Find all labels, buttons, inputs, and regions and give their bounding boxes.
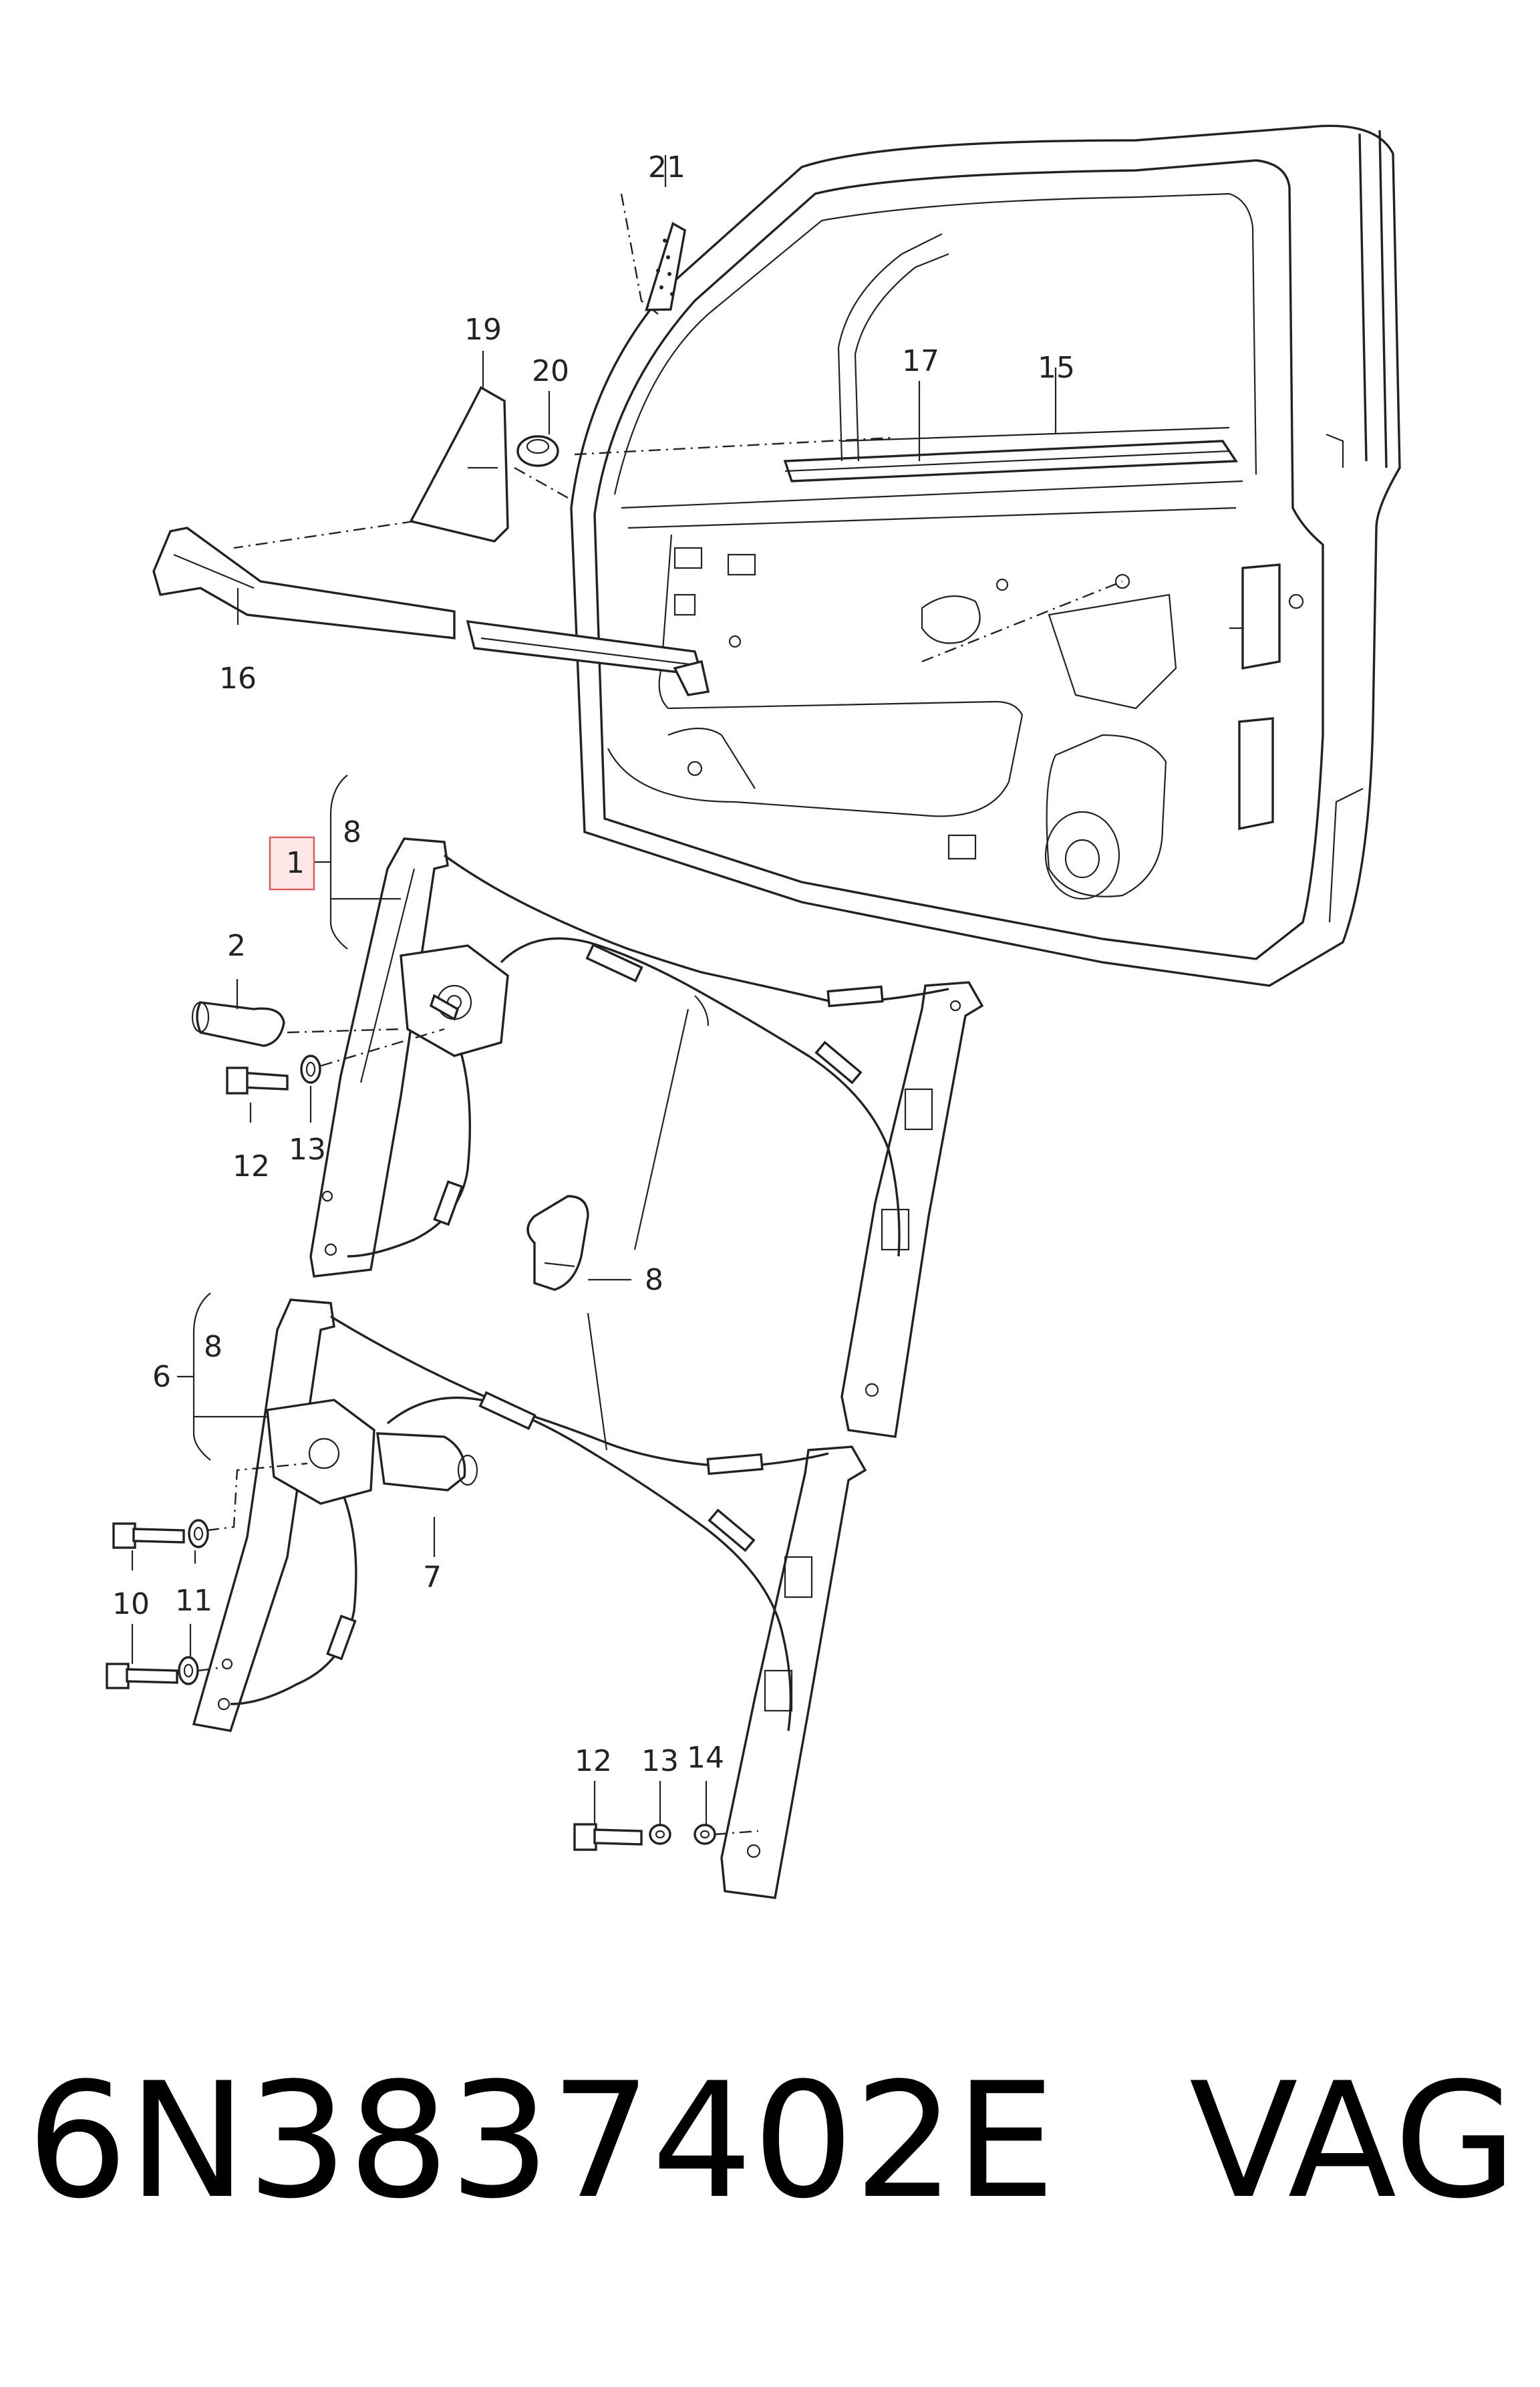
part-2-crank-pin	[191, 1001, 285, 1047]
footer: 6N3837402E VAG	[27, 2055, 1517, 2229]
callout-10: 10	[112, 1587, 150, 1621]
part-11-washer-b	[178, 1656, 199, 1685]
part-10-bolt-b	[106, 1663, 178, 1689]
callout-12-lower: 12	[575, 1744, 612, 1778]
callout-8-upper: 8	[343, 815, 361, 849]
part-14-washer-lower	[694, 1824, 716, 1845]
callout-6: 6	[152, 1360, 171, 1394]
callout-1: 1	[286, 846, 305, 880]
callout-8-lower: 8	[204, 1330, 222, 1364]
callout-21: 21	[648, 150, 685, 184]
part-number: 6N3837402E	[27, 2049, 1056, 2234]
brand-name: VAG	[1189, 2049, 1517, 2234]
callout-20: 20	[532, 354, 569, 388]
door-shell	[570, 124, 1401, 987]
leader-lines	[131, 155, 1057, 1824]
part-20-plug	[516, 435, 559, 467]
part-21-seal-pad	[645, 222, 687, 311]
callout-13-upper: 13	[289, 1133, 326, 1167]
callout-15: 15	[1038, 351, 1075, 385]
part-16-sill-strip	[152, 527, 710, 696]
part-13-washer-upper	[300, 1055, 321, 1084]
part-12-bolt-upper	[226, 1067, 289, 1095]
callout-2: 2	[227, 929, 246, 963]
callout-13-lower: 13	[641, 1744, 679, 1778]
callout-labels: 21 19 20 17 15 16 8 1 2 12 13 8 8 6 7 10…	[112, 150, 1075, 1778]
callout-14: 14	[687, 1741, 724, 1775]
callout-8-clip: 8	[645, 1263, 663, 1297]
regulator-assembly-lower	[192, 1298, 867, 1899]
callout-7: 7	[423, 1560, 442, 1594]
callout-19: 19	[464, 313, 502, 347]
callout-17: 17	[902, 344, 939, 378]
part-12-bolt-lower	[573, 1823, 643, 1851]
regulator-assembly-upper	[309, 837, 984, 1438]
callout-11: 11	[175, 1584, 212, 1618]
part-8-cable-clip	[526, 1195, 589, 1291]
callout-12-upper: 12	[233, 1149, 270, 1183]
part-11-washer-a	[188, 1519, 209, 1548]
callout-16: 16	[219, 662, 257, 696]
part-10-bolt-a	[112, 1522, 185, 1549]
part-13-washer-lower	[649, 1824, 671, 1845]
selected-part-highlight	[269, 836, 315, 891]
part-19-mirror-trim	[409, 386, 509, 543]
